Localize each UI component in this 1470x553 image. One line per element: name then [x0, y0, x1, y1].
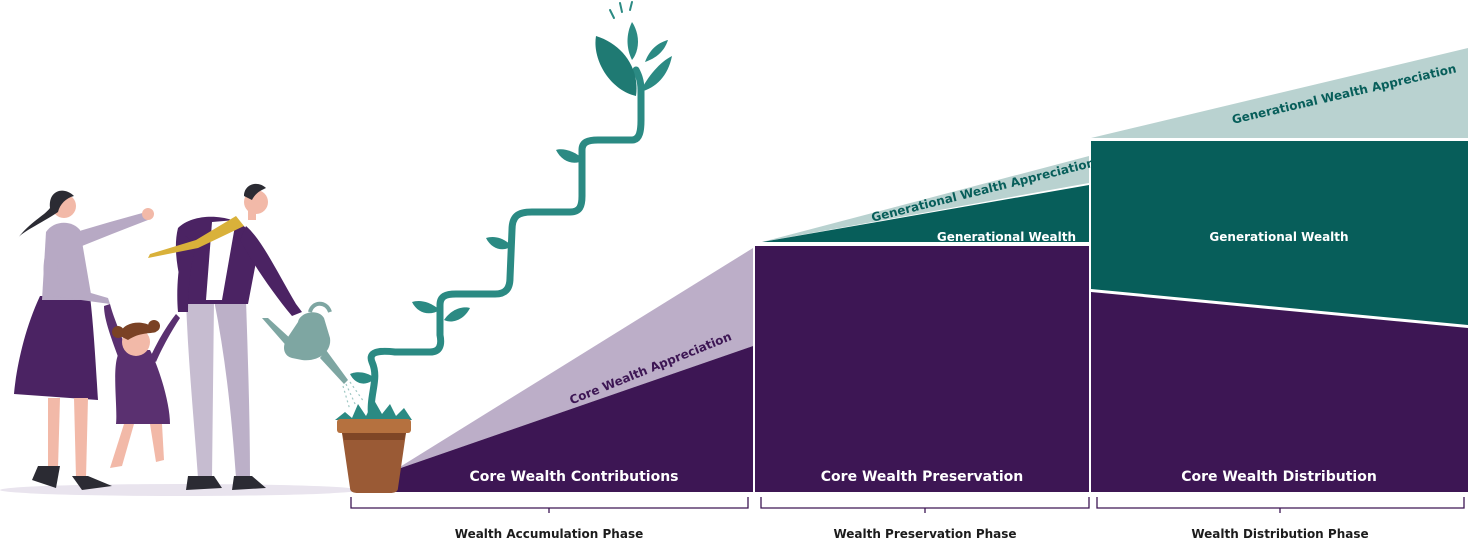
- core-wealth-preservation-label: Core Wealth Preservation: [821, 469, 1023, 485]
- accumulation-phase-label: Wealth Accumulation Phase: [455, 527, 643, 541]
- watering-can-icon: [262, 301, 365, 411]
- generational-wealth-area-2: [1091, 141, 1468, 325]
- distribution-bracket: [1096, 497, 1465, 513]
- preservation-bracket: [760, 497, 1090, 513]
- accumulation-phase-block: Core Wealth Contributions Core Wealth Ap…: [395, 248, 753, 492]
- generational-wealth-appreciation-area-2: [1091, 48, 1468, 138]
- generational-wealth-appreciation-area: [762, 156, 1089, 242]
- generational-wealth-label: Generational Wealth: [937, 230, 1076, 244]
- phase-brackets: [350, 497, 1465, 513]
- generational-wealth-label-2: Generational Wealth: [1209, 230, 1348, 244]
- core-wealth-distribution-label: Core Wealth Distribution: [1181, 469, 1377, 485]
- father-figure: [148, 183, 302, 490]
- core-wealth-appreciation-area: [395, 248, 753, 470]
- preservation-phase-block: Core Wealth Preservation Generational We…: [755, 156, 1096, 492]
- distribution-phase-block: Core Wealth Distribution Generational We…: [1091, 48, 1468, 492]
- core-wealth-preservation-area: [755, 246, 1089, 492]
- generational-wealth-area: [762, 185, 1089, 242]
- daughter-figure: [104, 304, 180, 468]
- preservation-phase-label: Wealth Preservation Phase: [833, 527, 1016, 541]
- core-wealth-distribution-area: [1091, 292, 1468, 492]
- accumulation-bracket: [350, 497, 749, 513]
- mother-figure: [14, 190, 154, 490]
- core-wealth-contributions-area: [395, 346, 753, 492]
- plant-pot-icon: [335, 400, 412, 493]
- distribution-phase-label: Wealth Distribution Phase: [1191, 527, 1368, 541]
- growing-plant-icon: [350, 1, 672, 424]
- core-wealth-contributions-label: Core Wealth Contributions: [469, 469, 678, 485]
